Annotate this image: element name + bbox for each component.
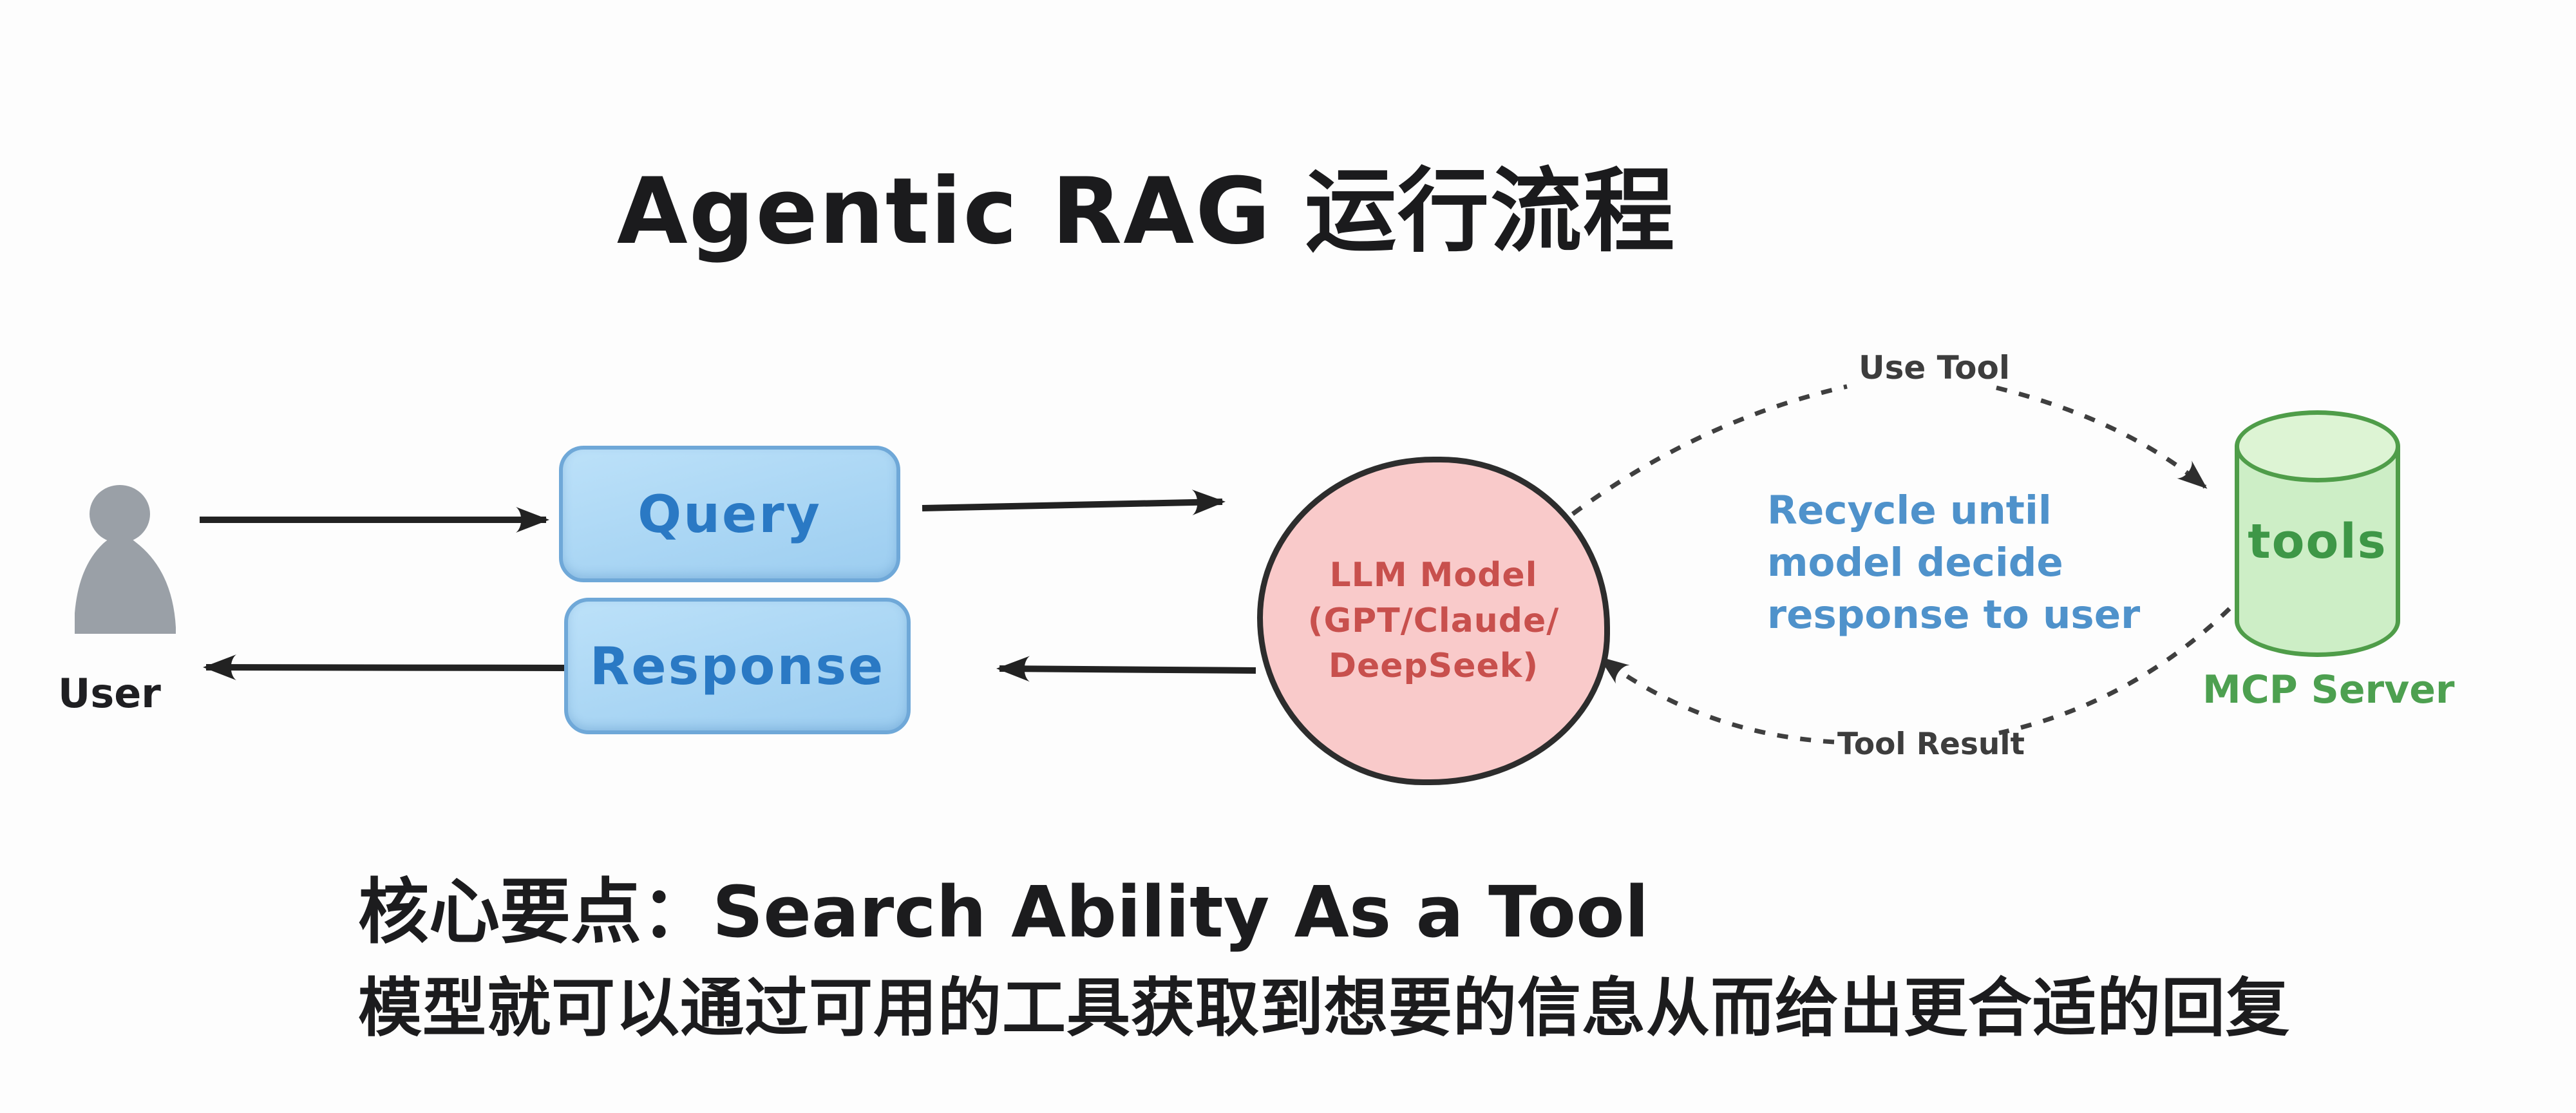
- llm-label-line2: (GPT/Claude/: [1307, 601, 1560, 640]
- footer-explanation: 模型就可以通过可用的工具获取到想要的信息从而给出更合适的回复: [358, 971, 2290, 1045]
- llm-model-node: LLM Model (GPT/Claude/ DeepSeek): [1257, 457, 1610, 785]
- arrow-response-to-user: [203, 654, 565, 681]
- footer-key-point: 核心要点：Search Ability As a Tool: [358, 871, 1649, 953]
- user-icon: [71, 484, 180, 638]
- recycle-note-line2: model decide: [1767, 540, 2063, 586]
- recycle-note: Recycle until model decide response to u…: [1767, 484, 2140, 641]
- dashed-tool-result-to-llm: [1598, 656, 1835, 745]
- arrow-query-to-llm: [922, 490, 1226, 516]
- mcp-server-label: MCP Server: [2202, 667, 2455, 712]
- query-box: Query: [559, 446, 900, 582]
- tool-result-label: Tool Result: [1837, 727, 2025, 762]
- response-box: Response: [564, 598, 911, 734]
- dashed-use-tool-from-llm: [1571, 384, 1848, 516]
- page-title: Agentic RAG 运行流程: [616, 158, 1676, 265]
- query-box-label: Query: [638, 484, 822, 544]
- recycle-note-line1: Recycle until: [1767, 488, 2052, 533]
- user-label: User: [58, 670, 161, 717]
- response-box-label: Response: [589, 636, 886, 696]
- tools-cylinder-top: [2235, 410, 2400, 482]
- recycle-note-line3: response to user: [1767, 592, 2141, 638]
- tools-label: tools: [2248, 514, 2387, 569]
- llm-label-line1: LLM Model: [1329, 555, 1538, 595]
- use-tool-label: Use Tool: [1859, 349, 2010, 386]
- llm-label-line3: DeepSeek): [1328, 647, 1539, 686]
- arrow-llm-to-response: [996, 656, 1256, 682]
- dashed-use-tool-to-tools: [1996, 385, 2208, 489]
